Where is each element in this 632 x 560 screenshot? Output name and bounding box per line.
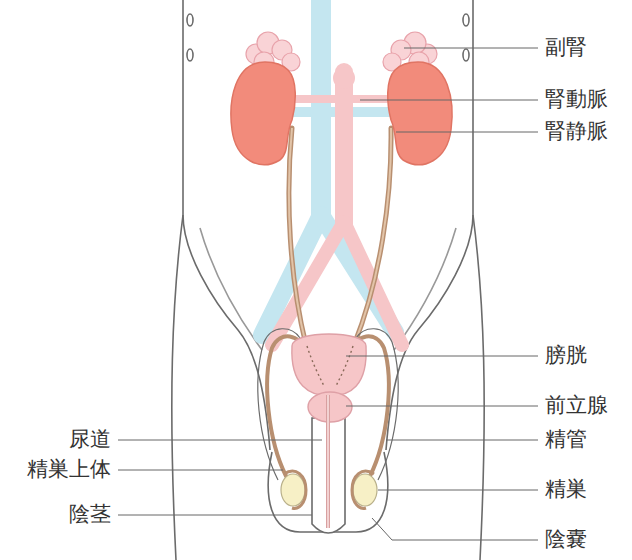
urethra-inner — [327, 395, 329, 528]
bladder — [292, 334, 366, 396]
part-label: 副腎 — [544, 35, 588, 60]
urethra — [326, 395, 330, 528]
ureter-inner — [289, 128, 391, 345]
ureter-dotted — [307, 346, 353, 386]
part-label: 陰嚢 — [544, 527, 588, 552]
kidney-group — [383, 32, 452, 165]
part-label: 精巣上体 — [26, 457, 112, 482]
part-label: 前立腺 — [544, 393, 609, 418]
part-label: 腎動脈 — [544, 87, 609, 112]
part-label: 尿道 — [68, 427, 112, 452]
part-label: 精巣 — [544, 477, 588, 502]
kidney-group — [231, 32, 300, 165]
testis — [281, 471, 377, 508]
part-label: 腎静脈 — [544, 119, 609, 144]
part-label: 精管 — [544, 427, 588, 452]
part-label: 膀胱 — [544, 343, 588, 368]
body-outline — [172, 0, 484, 560]
ureter — [289, 128, 391, 345]
part-label: 陰茎 — [68, 502, 112, 527]
leader-line — [118, 48, 538, 540]
